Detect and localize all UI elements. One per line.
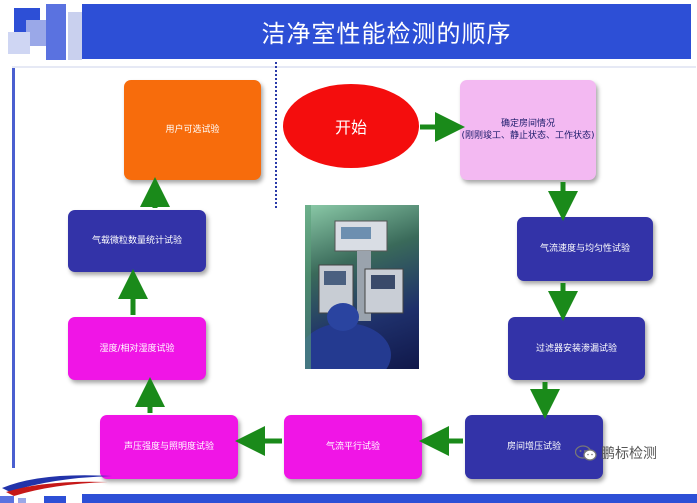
- step-airflow-velocity: 气流速度与均匀性试验: [517, 217, 653, 281]
- logo-squares: [6, 2, 82, 64]
- step-label: 声压强度与照明度试验: [123, 442, 214, 452]
- step-user-optional: 用户可选试验: [124, 80, 261, 180]
- bottom-logo-swoosh: [0, 475, 112, 503]
- step-label: 过滤器安装渗漏试验: [535, 343, 617, 354]
- step-label: 确定房间情况 (刚刚竣工、静止状态、工作状态): [461, 119, 595, 141]
- step-confirm-room: 确定房间情况 (刚刚竣工、静止状态、工作状态): [460, 80, 596, 180]
- step-sound-light: 声压强度与照明度试验: [100, 415, 238, 479]
- start-node: 开始: [283, 84, 419, 168]
- left-rule: [12, 68, 15, 468]
- step-label: 湿度/相对湿度试验: [99, 343, 175, 354]
- wechat-icon: [575, 445, 597, 461]
- page-title: 洁净室性能检测的顺序: [261, 20, 512, 48]
- step-label: 气流速度与均匀性试验: [539, 244, 630, 254]
- watermark-text: 鹏标检测: [601, 446, 657, 462]
- watermark: 鹏标检测: [575, 443, 657, 463]
- dotted-divider: [275, 62, 277, 208]
- step-humidity: 湿度/相对湿度试验: [68, 317, 206, 380]
- start-label: 开始: [334, 118, 367, 137]
- step-filter-leak: 过滤器安装渗漏试验: [508, 317, 645, 380]
- title-bar: [82, 4, 691, 59]
- step-label: 房间增压试验: [506, 442, 561, 452]
- step-label: 气流平行试验: [325, 442, 380, 452]
- divider: [12, 66, 696, 68]
- step-label: 用户可选试验: [165, 125, 220, 135]
- step-label: 气载微粒数量统计试验: [91, 236, 182, 246]
- cleanroom-photo: [305, 205, 419, 369]
- step-airflow-parallel: 气流平行试验: [284, 415, 422, 479]
- bottom-bar: [82, 494, 697, 503]
- step-particle-count: 气载微粒数量统计试验: [68, 210, 206, 272]
